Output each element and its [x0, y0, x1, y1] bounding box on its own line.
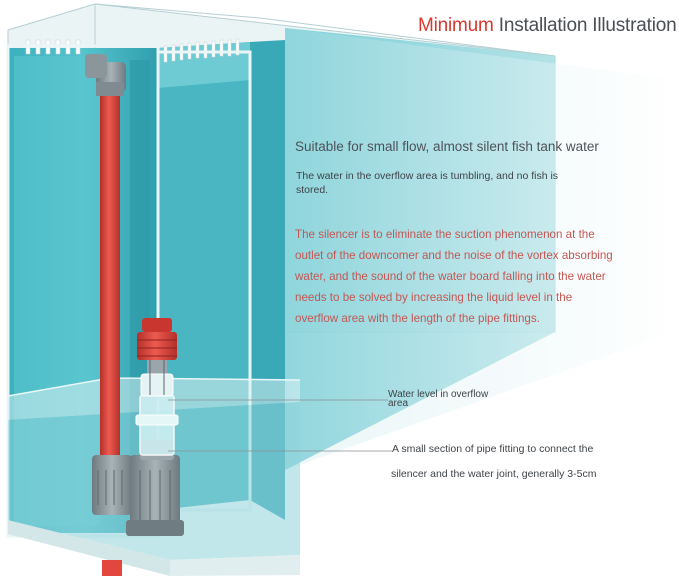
- pipe-fitting-callout-line1: A small section of pipe fitting to conne…: [392, 443, 594, 455]
- pipe-fitting-callout-line2: silencer and the water joint, generally …: [391, 468, 597, 480]
- diagram-title: Minimum Installation Illustration: [418, 15, 677, 37]
- title-rest: Installation Illustration: [493, 15, 677, 36]
- callout-lines: [168, 399, 392, 452]
- title-highlight: Minimum: [418, 15, 494, 36]
- silencer: [137, 318, 177, 397]
- usage-heading: Suitable for small flow, almost silent f…: [295, 139, 599, 154]
- silencer-paragraph: The silencer is to eliminate the suction…: [295, 228, 613, 325]
- water-level-callout: Water level in overflow area: [388, 389, 489, 409]
- overflow-note: The water in the overflow area is tumbli…: [296, 170, 559, 196]
- downcomer-pipe: [85, 54, 126, 576]
- clear-pipe-section: [135, 394, 179, 456]
